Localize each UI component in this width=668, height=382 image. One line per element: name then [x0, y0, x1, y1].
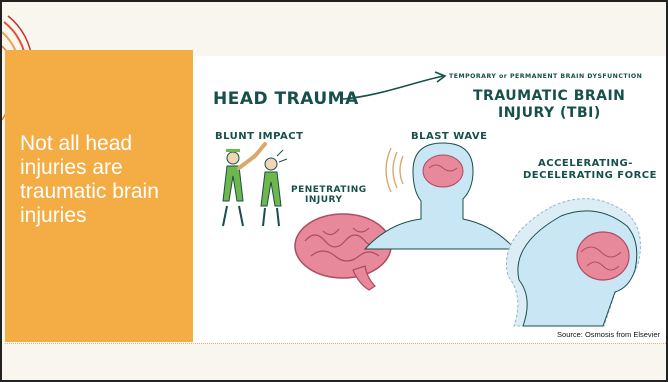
accel-label-line1: ACCELERATING- [538, 158, 633, 169]
slide-body-text: Not all head injuries are traumatic brai… [20, 132, 188, 228]
penetrating-label-line1: PENETRATING [291, 185, 367, 195]
source-caption: Source: Osmosis from Elsevier [557, 330, 660, 339]
penetrating-label-line2: INJURY [305, 195, 343, 205]
tbi-title-line1: TRAUMATIC BRAIN [473, 88, 625, 104]
accel-head-icon [506, 199, 640, 326]
blunt-impact-label: BLUNT IMPACT [215, 131, 303, 142]
head-trauma-label: HEAD TRAUMA [213, 89, 359, 109]
arrow-caption: TEMPORARY or PERMANENT BRAIN DYSFUNCTION [449, 73, 642, 80]
accel-label-line2: DECELERATING FORCE [523, 170, 657, 181]
blast-head-icon [365, 143, 515, 249]
footer-divider [5, 343, 666, 344]
tbi-diagram: HEAD TRAUMA TEMPORARY or PERMANENT BRAIN… [193, 56, 666, 343]
tbi-title-line2: INJURY (TBI) [498, 105, 601, 121]
blast-wave-label: BLAST WAVE [411, 131, 487, 142]
brain-icon [295, 214, 391, 290]
blunt-impact-figures-icon [223, 144, 287, 226]
